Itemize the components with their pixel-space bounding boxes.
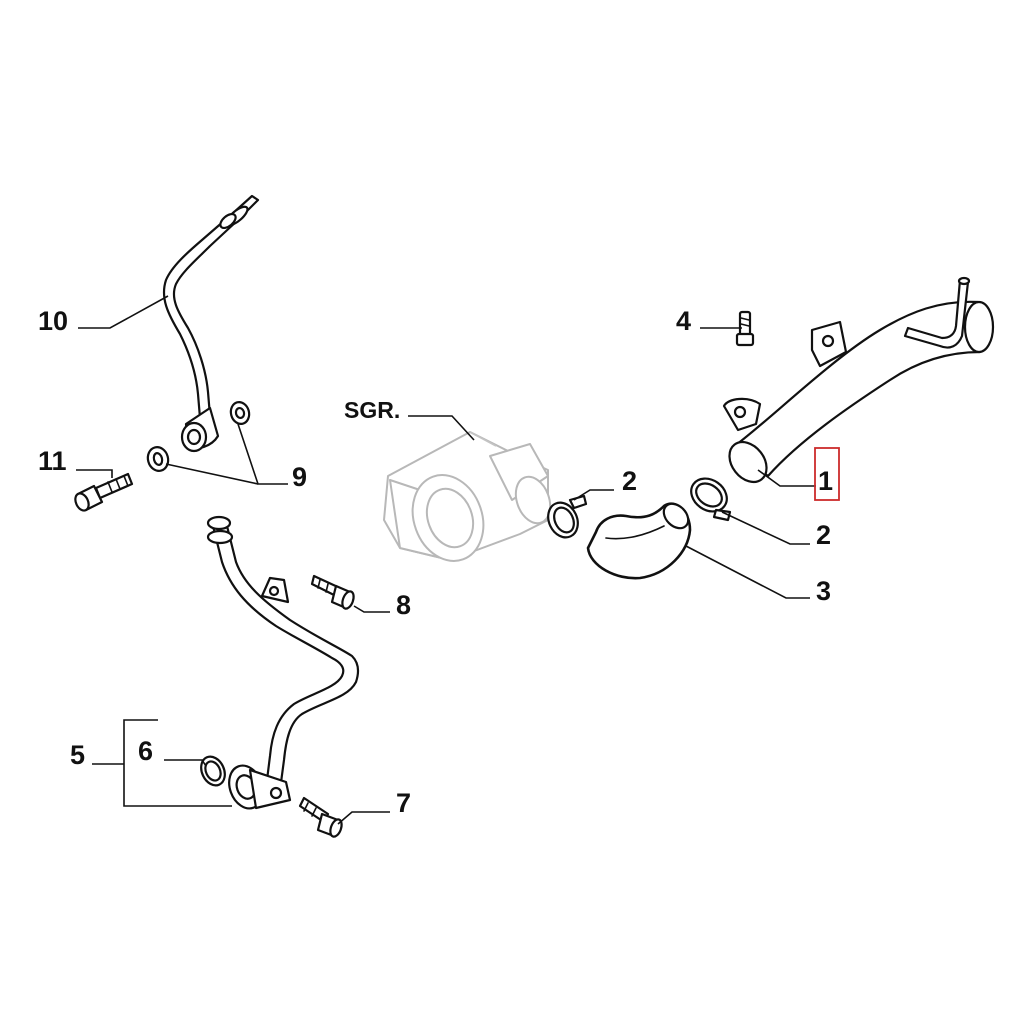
callout-1[interactable]: 1	[818, 466, 833, 496]
part-4-bolt	[735, 310, 755, 347]
part-2-clamp-left	[547, 494, 588, 539]
leader-lines	[76, 295, 816, 825]
part-11-bolt	[74, 472, 134, 512]
part-7-bolt	[298, 796, 343, 838]
callout-11[interactable]: 11	[38, 446, 67, 476]
callout-5[interactable]: 5	[70, 740, 85, 770]
callout-8[interactable]: 8	[396, 590, 411, 620]
part-1-coolant-pipe	[722, 276, 995, 484]
part-2-clamp-right	[690, 477, 732, 522]
callout-9[interactable]: 9	[292, 462, 307, 492]
highlight-box	[814, 447, 840, 501]
callout-3[interactable]: 3	[816, 576, 831, 606]
callout-10[interactable]: 10	[38, 306, 68, 336]
callout-2-left[interactable]: 2	[622, 466, 637, 496]
part-6-o-ring	[200, 755, 226, 787]
callout-7[interactable]: 7	[396, 788, 411, 818]
callout-2-right[interactable]: 2	[816, 520, 831, 550]
part-8-bolt	[310, 574, 355, 610]
part-5-pipe	[206, 515, 360, 810]
callout-4[interactable]: 4	[676, 306, 691, 336]
sgr-housing	[383, 431, 552, 562]
callout-sgr[interactable]: SGR.	[344, 397, 400, 423]
callout-6[interactable]: 6	[138, 736, 153, 766]
part-9-washers	[146, 401, 251, 472]
part-10-pipe	[162, 194, 260, 453]
part-3-hose	[586, 502, 692, 580]
